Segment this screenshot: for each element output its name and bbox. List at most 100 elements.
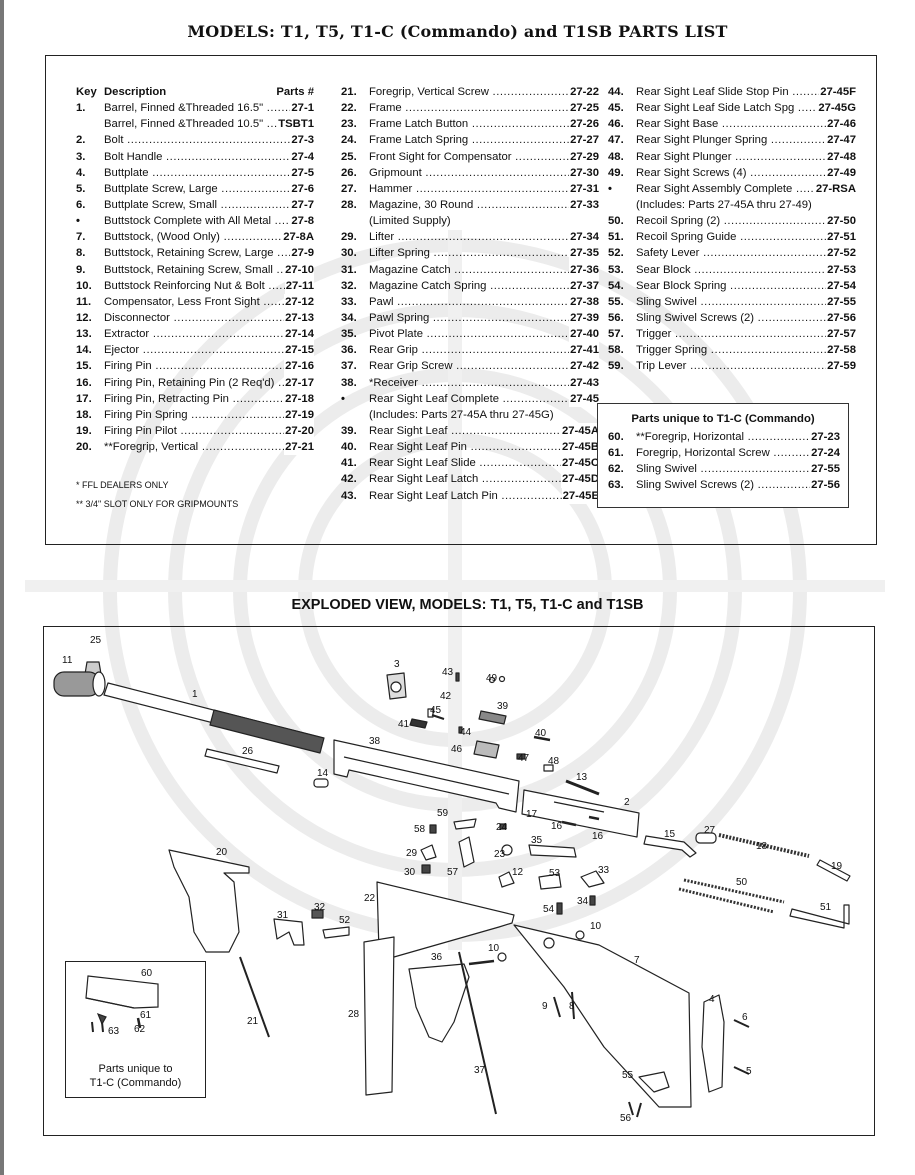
unique-parts-box: Parts unique to T1-C (Commando) 60.**For… — [597, 403, 849, 508]
part-number: 27-8 — [290, 213, 314, 230]
callout-number: 13 — [576, 772, 588, 783]
part-number — [855, 196, 856, 214]
parts-row: 50.Recoil Spring (2)27-50 — [608, 213, 856, 230]
part-key: 26. — [341, 166, 357, 179]
part-number: 27-58 — [826, 342, 856, 359]
part-key: 39. — [341, 424, 357, 437]
inset-callout-number: 62 — [134, 1024, 146, 1035]
part-description: Sling Swivel Screws (2) — [636, 310, 826, 326]
callout-number: 49 — [486, 673, 498, 684]
header-description: Description — [104, 86, 167, 98]
parts-row: 56.Sling Swivel Screws (2)27-56 — [608, 309, 856, 327]
callout-number: 16 — [551, 821, 563, 832]
parts-row: 18. Firing Pin Spring27-19 — [76, 406, 314, 423]
callout-number: 39 — [497, 701, 509, 712]
part-number: 27-31 — [569, 180, 599, 197]
part-description: (Limited Supply) — [369, 215, 451, 228]
parts-row: 63.Sling Swivel Screws (2)27-56 — [608, 477, 840, 494]
callout-number: 2 — [624, 797, 630, 808]
parts-row: 57.Trigger27-57 — [608, 326, 856, 343]
part-key: 18. — [76, 408, 92, 421]
part-key: 57. — [608, 328, 624, 341]
parts-row: 44.Rear Sight Leaf Slide Stop Pin27-45F — [608, 84, 856, 101]
parts-row: 52.Safety Lever27-52 — [608, 245, 856, 262]
part-number: 27-45A — [560, 422, 599, 440]
callout-number: 43 — [442, 667, 454, 678]
part-description: Buttstock Reinforcing Nut & Bolt — [104, 278, 285, 294]
callout-number: 15 — [664, 829, 676, 840]
part-description: Rear Sight Leaf Latch — [369, 471, 561, 487]
part-number: 27-25 — [569, 100, 599, 117]
parts-row: 55.Sling Swivel27-55 — [608, 293, 856, 310]
part-number: 27-53 — [826, 261, 856, 278]
inset-callout-number: 63 — [108, 1026, 120, 1037]
part-description: Firing Pin Spring — [104, 407, 284, 423]
parts-list-1: 1.Barrel, Finned &Threaded 16.5"27-1Barr… — [76, 100, 314, 456]
part-number: 27-14 — [284, 326, 314, 343]
part-key: 3. — [76, 150, 86, 163]
part-description: Firing Pin, Retracting Pin — [104, 391, 284, 407]
part-key: 25. — [341, 150, 357, 163]
part-number: 27-12 — [284, 293, 314, 310]
part-description: Recoil Spring Guide — [636, 229, 826, 245]
part-number: 27-1 — [290, 100, 314, 117]
part-description: Magazine Catch Spring — [369, 278, 569, 294]
part-number: 27-57 — [826, 326, 856, 343]
part-description: Rear Sight Base — [636, 116, 826, 132]
part-number: 27-41 — [569, 342, 599, 359]
part-number: 27-33 — [569, 196, 599, 214]
parts-row: 26.Gripmount27-30 — [341, 164, 599, 181]
part-description: Recoil Spring (2) — [636, 213, 826, 229]
callout-number: 56 — [620, 1113, 632, 1124]
callout-number: 52 — [339, 915, 351, 926]
parts-column-1: Key Description Parts # 1.Barrel, Finned… — [76, 84, 314, 456]
parts-column-3: 44.Rear Sight Leaf Slide Stop Pin27-45F4… — [608, 84, 856, 375]
part-number: 27-38 — [569, 293, 599, 310]
part-key: 38. — [341, 376, 357, 389]
parts-row: 43.Rear Sight Leaf Latch Pin27-45E — [341, 487, 599, 504]
part-key — [608, 197, 636, 213]
part-description: Foregrip, Horizontal Screw — [636, 445, 810, 461]
part-key: 42. — [341, 473, 357, 486]
part-description: Firing Pin, Retaining Pin (2 Req'd) — [104, 375, 284, 391]
callout-number: 8 — [569, 1001, 575, 1012]
parts-row: 58.Trigger Spring27-58 — [608, 342, 856, 359]
callout-number: 10 — [488, 943, 500, 954]
callout-number: 20 — [216, 847, 228, 858]
callout-number: 27 — [704, 825, 716, 836]
part-description: Barrel, Finned &Threaded 10.5" — [104, 116, 277, 132]
part-description: Sling Swivel — [636, 294, 826, 310]
part-key — [341, 213, 369, 229]
part-description: Frame — [369, 100, 569, 116]
part-description: (Includes: Parts 27-45A thru 27-49) — [636, 198, 812, 211]
callout-number: 42 — [440, 691, 452, 702]
part-number: 27-34 — [569, 229, 599, 246]
part-key: 13. — [76, 328, 92, 341]
parts-row: 6.Buttplate Screw, Small27-7 — [76, 196, 314, 214]
part-key: 33. — [341, 295, 357, 308]
callout-number: 4 — [709, 994, 715, 1005]
part-number: 27-35 — [569, 245, 599, 262]
callout-number: 7 — [634, 955, 640, 966]
part-description: Pivot Plate — [369, 326, 569, 342]
callout-number: 21 — [247, 1016, 259, 1027]
part-key: 12. — [76, 311, 92, 324]
callout-number: 25 — [90, 635, 102, 646]
part-key: 2. — [76, 134, 86, 147]
part-key: 44. — [608, 86, 624, 98]
callout-number: 19 — [831, 861, 843, 872]
part-number: 27-30 — [569, 164, 599, 181]
parts-row: 22.Frame27-25 — [341, 100, 599, 117]
part-description: Buttstock Complete with All Metal — [104, 213, 290, 229]
part-key: 58. — [608, 344, 624, 357]
part-number: 27-36 — [569, 261, 599, 278]
callout-number: 23 — [494, 849, 506, 860]
part-number: 27-47 — [826, 132, 856, 149]
part-key: 59. — [608, 360, 624, 373]
part-key: 48. — [608, 150, 624, 163]
part-key: 21. — [341, 86, 357, 98]
part-number: 27-19 — [284, 406, 314, 423]
part-number: 27-43 — [569, 374, 599, 391]
part-description: Rear Grip — [369, 342, 569, 358]
